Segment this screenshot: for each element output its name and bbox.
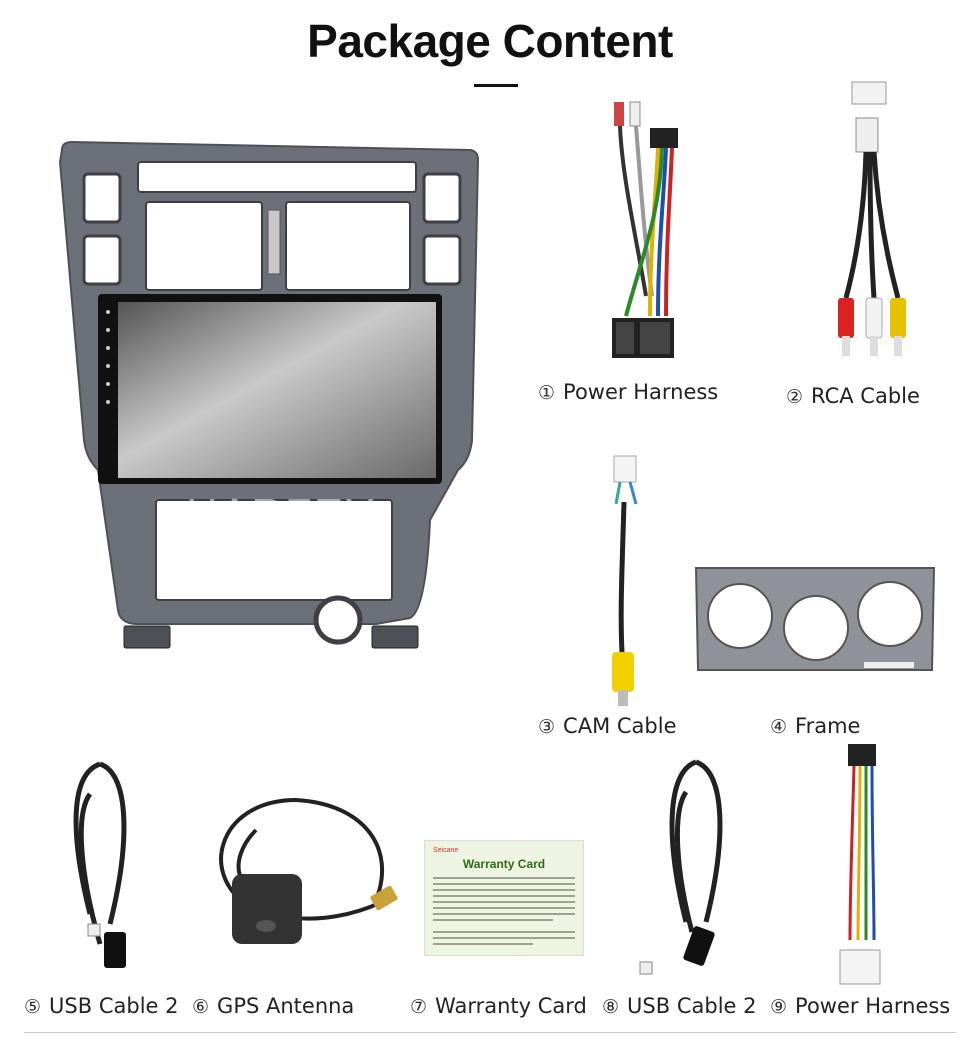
frame-image — [694, 567, 936, 671]
item-number: ③ — [538, 716, 556, 738]
item-number: ② — [786, 386, 804, 408]
item-label: Frame — [795, 714, 861, 738]
title-underline — [474, 84, 518, 87]
item-number: ① — [538, 382, 556, 404]
item-number: ⑥ — [192, 996, 210, 1018]
warranty-text-line — [433, 883, 575, 885]
bottom-divider — [24, 1032, 956, 1033]
item-label: Power Harness — [795, 994, 951, 1018]
cam-cable-image — [612, 455, 638, 706]
warranty-card-brand: Seicane — [433, 847, 459, 854]
power-harness-small-image — [839, 744, 881, 985]
warranty-text-line — [433, 907, 575, 909]
warranty-card-heading: Warranty Card — [462, 857, 546, 871]
item-label: Warranty Card — [435, 994, 587, 1018]
item-number: ④ — [770, 716, 788, 738]
caption-usb-cable-right: ⑧ USB Cable 2 — [602, 994, 756, 1018]
page-title: Package Content — [307, 15, 673, 67]
item-number: ⑨ — [770, 996, 788, 1018]
item-label: USB Cable 2 — [627, 994, 757, 1018]
caption-power-harness-small: ⑨ Power Harness — [770, 994, 950, 1018]
warranty-text-line — [433, 943, 533, 945]
usb-cable-left-image — [73, 761, 127, 968]
gps-antenna-image — [219, 798, 398, 944]
caption-cam-cable: ③ CAM Cable — [538, 714, 677, 738]
item-label: USB Cable 2 — [49, 994, 179, 1018]
caption-usb-cable-left: ⑤ USB Cable 2 — [24, 994, 178, 1018]
warranty-text-line — [433, 889, 575, 891]
warranty-text-line — [433, 901, 575, 903]
item-number: ⑤ — [24, 996, 42, 1018]
usb-cable-right-image — [639, 759, 723, 975]
caption-power-harness: ① Power Harness — [538, 380, 718, 404]
caption-frame: ④ Frame — [770, 714, 860, 738]
warranty-text-line — [433, 919, 553, 921]
item-number: ⑧ — [602, 996, 620, 1018]
power-harness-image — [612, 101, 678, 358]
caption-rca-cable: ② RCA Cable — [786, 384, 920, 408]
head-unit-image — [58, 140, 480, 649]
warranty-text-line — [433, 931, 575, 933]
watermark: HARFEY — [186, 490, 377, 539]
item-label: RCA Cable — [811, 384, 920, 408]
caption-warranty-card: ⑦ Warranty Card — [410, 994, 587, 1018]
warranty-text-line — [433, 877, 575, 879]
warranty-text-line — [433, 937, 575, 939]
warranty-text-line — [433, 913, 575, 915]
item-label: GPS Antenna — [217, 994, 355, 1018]
warranty-card-image: Seicane Warranty Card — [424, 840, 584, 956]
item-label: Power Harness — [563, 380, 719, 404]
warranty-text-line — [433, 895, 575, 897]
rca-cable-image — [838, 81, 906, 356]
caption-gps-antenna: ⑥ GPS Antenna — [192, 994, 354, 1018]
item-label: CAM Cable — [563, 714, 677, 738]
item-number: ⑦ — [410, 996, 428, 1018]
